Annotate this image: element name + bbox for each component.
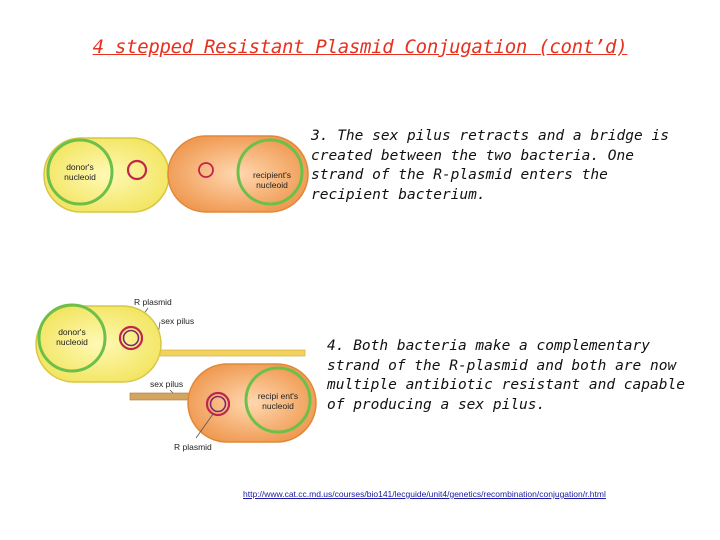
step4-r-plasmid-bottom-label: R plasmid bbox=[174, 442, 212, 452]
step3-donor-label-2: nucleoid bbox=[64, 172, 96, 182]
step3-donor-cell bbox=[43, 137, 170, 213]
source-link[interactable]: http://www.cat.cc.md.us/courses/bio141/l… bbox=[243, 489, 606, 499]
step3-recipient-label-1: recipient's bbox=[253, 170, 291, 180]
step4-description: 4. Both bacteria make a complementary st… bbox=[327, 338, 685, 413]
step4-r-plasmid-top-label: R plasmid bbox=[134, 297, 172, 307]
step3-donor-nucleoid bbox=[46, 138, 114, 206]
step4-recipient-plasmid-inner bbox=[209, 395, 227, 413]
step3-recipient-nucleoid bbox=[236, 138, 304, 206]
step4-recipient-label-1: recipi ent's bbox=[258, 391, 298, 401]
step4-recipient-plasmid-outer bbox=[205, 391, 231, 417]
step3-donor-plasmid bbox=[126, 159, 148, 181]
step4-donor-plasmid-outer bbox=[118, 325, 144, 351]
step3-description: 3. The sex pilus retracts and a bridge i… bbox=[311, 128, 669, 203]
step4-donor-cell bbox=[35, 305, 162, 383]
step3-diagram: donor's nucleoid recipient's nucleoid bbox=[43, 135, 309, 213]
step4-recipient-pilus bbox=[129, 392, 191, 401]
step4-donor-plasmid-inner bbox=[122, 329, 140, 347]
step4-donor-label-2: nucleoid bbox=[56, 337, 88, 347]
slide-title: 4 stepped Resistant Plasmid Conjugation … bbox=[92, 36, 628, 58]
step4-diagram: R plasmid sex pilus donor's nucleoid sex… bbox=[35, 297, 317, 452]
step3-recipient-label-2: nucleoid bbox=[256, 180, 288, 190]
step3-donor-label-1: donor's bbox=[66, 162, 94, 172]
step4-sex-pilus-top-label: sex pilus bbox=[161, 316, 194, 326]
step4-donor-pilus bbox=[154, 349, 306, 357]
step4-recipient-cell bbox=[187, 363, 317, 443]
step3-recipient-plasmid bbox=[198, 162, 214, 178]
step4-recipient-nucleoid bbox=[244, 366, 312, 434]
step4-donor-label-1: donor's bbox=[58, 327, 86, 337]
step4-donor-nucleoid bbox=[37, 303, 107, 373]
step4-sex-pilus-bottom-label: sex pilus bbox=[150, 379, 183, 389]
step4-recipient-label-2: nucleoid bbox=[262, 401, 294, 411]
